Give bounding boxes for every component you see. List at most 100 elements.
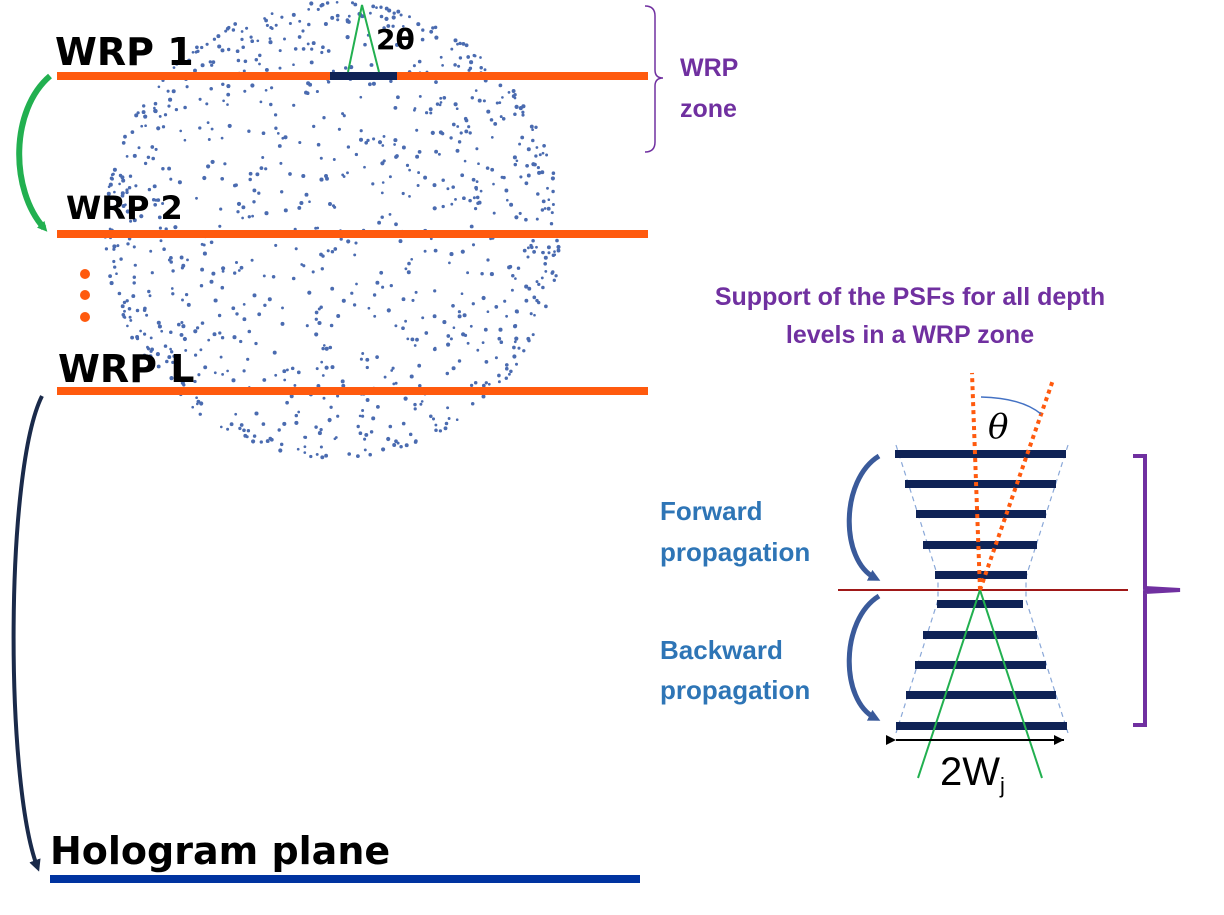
point-cloud-dot — [207, 338, 211, 342]
point-cloud-dot — [219, 355, 223, 359]
point-cloud-dot — [354, 241, 358, 245]
point-cloud-dot — [112, 259, 116, 264]
point-cloud-dot — [314, 425, 318, 429]
point-cloud-dot — [503, 299, 507, 303]
ellipsis-dot — [80, 269, 90, 279]
point-cloud-dot — [428, 107, 433, 112]
backward-label-line2: propagation — [660, 675, 811, 705]
point-cloud-dot — [320, 267, 324, 271]
point-cloud-dot — [147, 187, 152, 192]
point-cloud-dot — [430, 130, 435, 135]
point-cloud-dot — [468, 131, 472, 135]
point-cloud-dot — [179, 129, 183, 133]
point-cloud-dot — [307, 8, 311, 11]
point-cloud-dot — [314, 310, 319, 315]
point-cloud-dot — [176, 322, 181, 327]
point-cloud-dot — [172, 354, 176, 358]
point-cloud-dot — [379, 270, 384, 275]
point-cloud-dot — [395, 154, 399, 158]
wrp2-label: WRP 2 — [66, 189, 183, 227]
point-cloud-dot — [264, 18, 268, 23]
point-cloud-dot — [381, 181, 385, 184]
point-cloud-dot — [142, 308, 147, 313]
point-cloud-dot — [480, 271, 484, 276]
point-cloud-dot — [173, 225, 178, 230]
point-cloud-dot — [304, 90, 308, 95]
point-cloud-dot — [373, 314, 377, 318]
point-cloud-dot — [411, 298, 415, 302]
point-cloud-dot — [184, 348, 188, 352]
point-cloud-dot — [203, 365, 208, 370]
point-cloud-dot — [498, 327, 503, 332]
point-cloud-dot — [279, 161, 283, 165]
point-cloud-dot — [108, 227, 112, 231]
point-cloud-dot — [497, 380, 501, 384]
point-cloud-dot — [531, 138, 535, 143]
point-cloud-dot — [513, 93, 517, 97]
point-cloud-dot — [433, 289, 437, 293]
point-cloud-dot — [463, 159, 467, 163]
point-cloud-dot — [199, 401, 204, 406]
point-cloud-dot — [485, 166, 490, 170]
point-cloud-dot — [191, 405, 195, 409]
point-cloud-dot — [434, 423, 438, 427]
point-cloud-dot — [475, 147, 479, 151]
angled-dotted-line — [978, 379, 1055, 591]
point-cloud-dot — [490, 167, 495, 172]
point-cloud-dot — [320, 2, 325, 7]
point-cloud-dot — [399, 444, 403, 449]
point-cloud-dot — [470, 402, 475, 406]
point-cloud-dot — [363, 448, 367, 452]
point-cloud-dot — [112, 247, 116, 251]
point-cloud-dot — [415, 128, 419, 132]
point-cloud-dot — [152, 184, 157, 189]
point-cloud-dot — [536, 166, 540, 170]
point-cloud-dot — [128, 315, 132, 319]
point-cloud-dot — [121, 141, 126, 145]
point-cloud-dot — [429, 29, 434, 34]
point-cloud-dot — [394, 381, 398, 385]
point-cloud-dot — [161, 202, 165, 205]
point-cloud-dot — [227, 123, 232, 128]
point-cloud-dot — [202, 175, 207, 181]
point-cloud-dot — [330, 365, 335, 370]
point-cloud-dot — [316, 384, 321, 388]
point-cloud-dot — [200, 242, 204, 246]
point-cloud-dot — [127, 185, 132, 190]
point-cloud-dot — [153, 109, 158, 114]
point-cloud-dot — [501, 117, 506, 121]
point-cloud-dot — [226, 103, 229, 106]
point-cloud-dot — [280, 15, 284, 19]
point-cloud-dot — [294, 420, 299, 425]
point-cloud-dot — [391, 24, 395, 28]
point-cloud-dot — [358, 431, 363, 436]
point-cloud-dot — [315, 367, 319, 371]
point-cloud-dot — [311, 41, 316, 46]
point-cloud-dot — [529, 124, 534, 129]
point-cloud-dot — [129, 318, 133, 322]
point-cloud-dot — [331, 69, 335, 73]
point-cloud-dot — [278, 66, 282, 70]
point-cloud-dot — [220, 48, 225, 53]
point-cloud-dot — [199, 348, 203, 352]
point-cloud-dot — [195, 396, 198, 400]
point-cloud-dot — [309, 454, 313, 459]
point-cloud-dot — [139, 214, 144, 219]
point-cloud-dot — [233, 22, 238, 26]
point-cloud-dot — [298, 140, 302, 145]
point-cloud-dot — [200, 267, 205, 272]
point-cloud-dot — [166, 89, 170, 93]
point-cloud-dot — [252, 200, 256, 204]
point-cloud-dot — [408, 432, 413, 437]
point-cloud-dot — [421, 28, 425, 32]
point-cloud-dot — [227, 47, 231, 52]
point-cloud-dot — [252, 188, 257, 193]
point-cloud-dot — [179, 255, 184, 260]
point-cloud-dot — [211, 60, 216, 64]
point-cloud-dot — [346, 171, 349, 175]
point-cloud-dot — [449, 136, 453, 140]
point-cloud-dot — [150, 145, 155, 149]
point-cloud-dot — [233, 271, 237, 275]
point-cloud-dot — [305, 324, 309, 328]
point-cloud-dot — [303, 445, 307, 449]
